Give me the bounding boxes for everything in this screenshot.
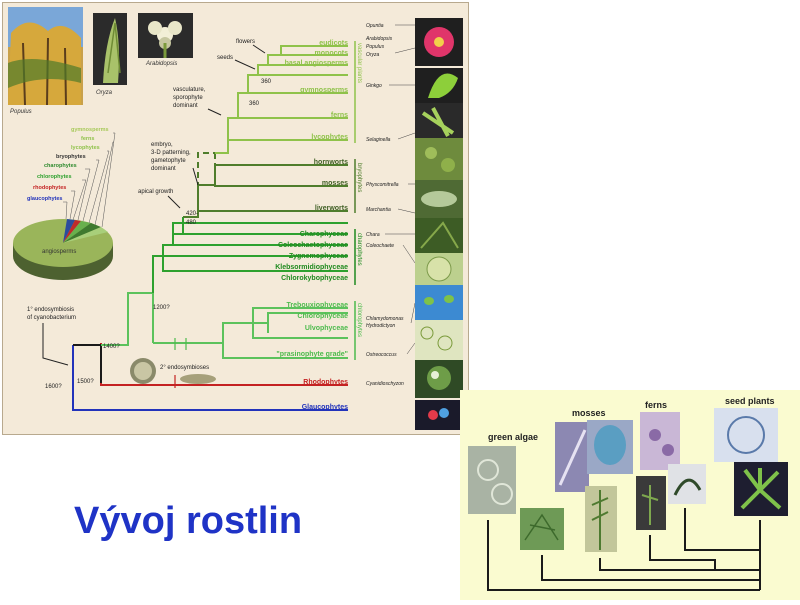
event-embryo-1: embryo,	[151, 142, 173, 148]
seed-plant-photos	[714, 408, 788, 516]
species-ostreococcus: Ostreococcus	[366, 352, 397, 358]
oryza-photo	[93, 13, 127, 85]
age-green: 1200?	[153, 305, 170, 311]
species-chlamydomonas: Chlamydomonas	[366, 316, 404, 322]
group-charophytes: charophytes	[356, 233, 362, 266]
species-oryza: Oryza	[366, 52, 380, 58]
taxon-lycophytes: lycophytes	[311, 134, 348, 141]
event-flowers: flowers	[236, 39, 255, 45]
taxon-trebouxiophyceae: Trebouxiophyceae	[287, 302, 349, 309]
age-vascular: 360	[249, 101, 260, 107]
species-chara: Chara	[366, 232, 380, 238]
species-marchantia: Marchantia	[366, 207, 391, 213]
group-bryophytes: bryophytes	[356, 163, 362, 192]
chlamydomonas-photo	[415, 285, 463, 320]
species-populus: Populus	[366, 44, 385, 50]
pie-labels: gymnosperms ferns lycophytes bryophytes …	[27, 127, 109, 202]
age-land-1: 420-	[186, 211, 198, 217]
label-ferns: ferns	[645, 400, 667, 410]
pie-label-ferns: ferns	[81, 136, 94, 142]
species-cyanidioschyzon: Cyanidioschyzon	[366, 381, 404, 387]
populus-photo	[8, 7, 83, 105]
taxon-labels: eudicots monocots basal angiosperms gymn…	[275, 40, 348, 411]
arabidopsis-photo	[138, 13, 193, 58]
event-embryo-4: dominant	[151, 166, 176, 172]
taxon-mosses: mosses	[322, 180, 348, 187]
species-coleochaete: Coleochaete	[366, 243, 394, 249]
moss-photo-1	[415, 138, 463, 180]
label-mosses: mosses	[572, 408, 606, 418]
species-arabidopsis: Arabidopsis	[365, 36, 393, 42]
event-seeds: seeds	[217, 55, 233, 61]
group-labels: vascular plants bryophytes charophytes c…	[356, 43, 362, 337]
taxon-hornworts: hornworts	[314, 159, 348, 166]
age-land-2: 480	[186, 220, 197, 226]
label-green-algae: green algae	[488, 432, 538, 442]
species-labels: Opuntia Arabidopsis Populus Oryza Ginkgo…	[365, 23, 404, 387]
event-apical-growth: apical growth	[138, 189, 173, 195]
event-embryo-3: gametophyte	[151, 158, 186, 164]
pie-label-gymnosperms: gymnosperms	[71, 127, 109, 133]
taxon-eudicots: eudicots	[319, 40, 348, 47]
pie-label-glaucophytes: glaucophytes	[27, 196, 62, 202]
right-photo-column	[415, 18, 463, 430]
group-chlorophytes: chlorophytes	[356, 303, 362, 337]
taxon-klebsormidiophyceae: Klebsormidiophyceae	[275, 264, 348, 271]
pie-label-lycophytes: lycophytes	[71, 145, 100, 151]
event-vasculature-1: vasculature,	[173, 87, 206, 93]
pie-center-label: angiosperms	[42, 249, 76, 255]
age-1500: 1500?	[77, 379, 94, 385]
species-selaginella: Selaginella	[366, 137, 391, 143]
plant-phylogeny-figure: Populus Oryza Arabidopsis angiosperms gy…	[2, 2, 469, 435]
group-vascular-plants: vascular plants	[356, 43, 362, 83]
label-seed-plants: seed plants	[725, 396, 775, 406]
pie-label-bryophytes: bryophytes	[56, 154, 86, 160]
species-ginkgo: Ginkgo	[366, 83, 382, 89]
simplified-tree-figure: green algae mosses ferns seed plants	[460, 390, 800, 600]
event-endo2: 2° endosymbioses	[160, 365, 209, 371]
species-physcomitrella: Physcomitrella	[366, 182, 399, 188]
event-endo1-1: 1° endosymbiosis	[27, 307, 74, 313]
populus-label: Populus	[10, 109, 32, 115]
taxon-charophyceae: Charophyceae	[300, 231, 348, 238]
age-1600: 1600?	[45, 384, 62, 390]
age-1400: 1400?	[103, 344, 120, 350]
age-seeds: 360	[261, 79, 272, 85]
taxon-chlorophyceae: Chlorophyceae	[297, 313, 348, 320]
pie-label-rhodophytes: rhodophytes	[33, 185, 66, 191]
green-algae-photos	[468, 446, 564, 550]
taxon-ferns: ferns	[331, 112, 348, 119]
taxon-coleochaetophyceae: Coleochaetophyceae	[278, 242, 348, 249]
event-vasculature-2: sporophyte	[173, 95, 203, 101]
taxon-prasinophyte-grade: "prasinophyte grade"	[276, 351, 348, 358]
pie-label-charophytes: charophytes	[44, 163, 77, 169]
endosymbiosis-icons	[130, 338, 216, 388]
slide-title: Vývoj rostlin	[74, 500, 302, 543]
fern-photos	[636, 412, 706, 530]
taxon-gymnosperms: gymnosperms	[300, 87, 348, 94]
taxon-chlorokybophyceae: Chlorokybophyceae	[281, 275, 348, 282]
taxon-basal-angiosperms: basal angiosperms	[285, 60, 349, 67]
arabidopsis-label: Arabidopsis	[145, 61, 177, 67]
event-embryo-2: 3-D patterning,	[151, 150, 191, 156]
oryza-label: Oryza	[96, 90, 113, 96]
taxon-rhodophytes: Rhodophytes	[303, 379, 348, 386]
taxon-liverworts: liverworts	[315, 205, 348, 212]
taxon-zygnemophyceae: Zygnemophyceae	[289, 253, 348, 260]
taxon-monocots: monocots	[315, 50, 349, 57]
phylogeny-svg: Populus Oryza Arabidopsis angiosperms gy…	[3, 3, 470, 436]
pie-label-chlorophytes: chlorophytes	[37, 174, 72, 180]
species-opuntia: Opuntia	[366, 23, 384, 29]
taxon-glaucophytes: Glaucophytes	[302, 404, 348, 411]
cyanidioschyzon-photo	[415, 400, 463, 430]
species-pie-chart: angiosperms	[13, 219, 113, 280]
species-hydrodictyon: Hydrodictyon	[366, 323, 395, 329]
moss-photos	[555, 420, 633, 552]
taxon-ulvophyceae: Ulvophyceae	[305, 325, 348, 332]
event-endo1-2: of cyanobacterium	[27, 315, 76, 321]
simplified-tree-svg: green algae mosses ferns seed plants	[460, 390, 800, 600]
event-vasculature-3: dominant	[173, 103, 198, 109]
